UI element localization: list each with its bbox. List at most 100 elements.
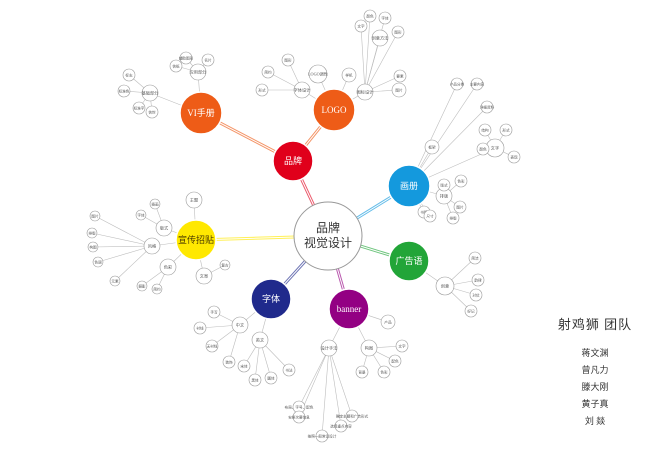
sub-node-label: 好记 [467,308,475,313]
sub-node [341,67,357,83]
sub-link [364,15,371,93]
sub-node-label: 样机 [345,72,353,77]
team-member: 刘 燚 [584,416,606,426]
sub-node [222,355,236,369]
sub-node [219,259,231,271]
sub-node-label: 形式 [502,127,510,132]
sub-node [334,419,348,433]
branch-node-album [387,164,431,208]
sub-node-label: 创意方法 [372,34,389,41]
sub-node-label: 信纸 [172,63,180,68]
sub-node-label: 标志 [125,72,133,77]
sub-node-label: 文字 [357,23,365,28]
sub-node-label: 创意 [441,282,449,289]
sub-node-label: 基础部分 [142,89,160,96]
sub-link [364,17,386,93]
sub-node [282,363,296,377]
branch-label-ad: 广告语 [395,255,422,266]
sub-node [478,123,492,137]
team-member: 黄子真 [581,399,609,409]
sub-node [201,53,215,67]
sub-node [281,53,295,67]
branch-node-vi [179,91,223,135]
sub-link [328,347,342,427]
sub-node-label: 配色 [391,358,399,363]
sub-node-label: 版式 [440,182,448,187]
sub-link [360,25,366,93]
sub-node-label: 排版 [449,215,457,220]
sub-node-label: 结构 [481,127,489,132]
sub-node-label: 圆体 [267,375,275,380]
sub-node-label: 图形 [394,29,402,34]
sub-node-label: 详细资料 [480,104,495,109]
sub-node-label: 字体 [137,212,145,217]
sub-node [391,25,405,39]
sub-node [231,316,249,334]
sub-node-label: 表现 [510,154,518,159]
sub-link [114,245,153,282]
sub-node-label: 图形 [284,57,292,62]
sub-node-label: 标准色 [119,88,130,93]
sub-node [378,11,392,25]
sub-node [205,339,219,353]
sub-node [87,241,99,253]
sub-node-label: 黑体 [251,377,259,382]
team-title: 射鸡狮 团队 [557,317,633,332]
branch-node-poster [175,219,217,261]
branch-label-album: 画册 [400,181,418,191]
team-member: 曾凡力 [581,365,609,375]
branch-label-logo: LOGO [322,105,347,115]
sub-link [92,245,153,248]
sub-node [143,237,161,255]
sub-node [255,83,269,97]
sub-node-label: 风格 [148,242,157,249]
sub-node-label: 对仗 [472,292,480,297]
sub-node [471,273,485,287]
sub-node [320,339,338,357]
sub-node [92,256,104,268]
sub-node [195,267,213,285]
sub-node-label: 文案 [200,272,209,279]
team-member: 蒋文渊 [581,348,609,358]
sub-node [395,339,409,353]
sub-node-label: LOGO调性 [308,70,328,77]
sub-node [377,365,391,379]
sub-node-label: 图标设计 [357,88,374,95]
center-title-line2: 视觉设计 [304,235,352,250]
sub-node-label: 背景 [358,369,366,374]
sub-node [356,83,374,101]
sub-node-label: 框架 [428,144,436,149]
sub-node-label: 简约 [153,286,161,291]
branch-label-poster: 宣传招贴 [178,234,214,245]
sub-node-label: 形式 [258,87,266,92]
branch-label-font: 字体 [262,293,280,304]
sub-node [132,101,146,115]
sub-node [450,77,464,91]
sub-node-label: 选择重点内容 [330,423,352,428]
sub-node-label: 按照一般常识设计 [308,433,337,438]
sub-node-label: 颜色 [479,146,487,151]
sub-node-label: 复古 [221,262,229,267]
sub-link [94,215,153,247]
sub-node-label: 构图 [89,244,97,249]
sub-link [364,31,399,93]
sub-node [499,123,513,137]
sub-node-label: 图片 [91,213,99,218]
sub-node-label: 文字 [398,343,406,348]
sub-node-label: 文字 [491,144,499,151]
sub-node [261,65,275,79]
sub-node [145,105,159,119]
sub-node-label: 排版 [88,230,96,235]
sub-node [468,251,482,265]
sub-node-label: 中文 [236,321,245,328]
sub-node-label: 版式 [160,224,169,231]
sub-node-label: 辅助图形 [179,55,194,60]
sub-node [159,258,177,276]
sub-node-label: 图片 [395,87,403,92]
sub-node [237,359,251,373]
sub-node-label: 书法 [285,367,293,372]
sub-node [207,305,221,319]
